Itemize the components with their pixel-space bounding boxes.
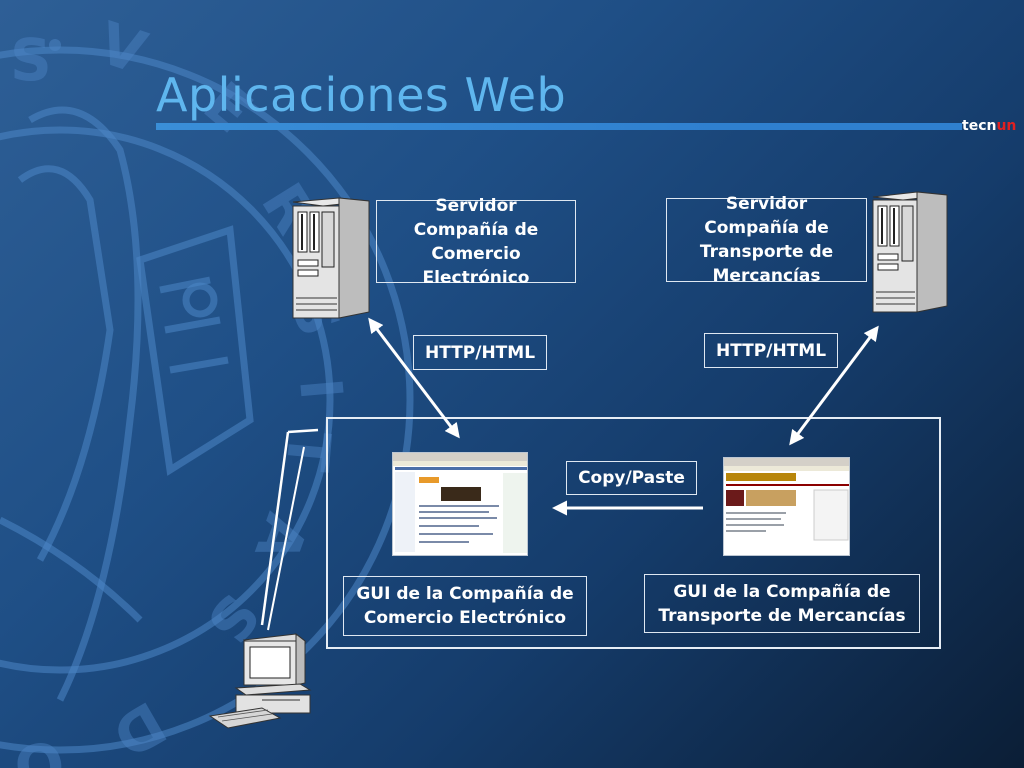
server-icon xyxy=(872,191,948,313)
title-underline xyxy=(156,123,962,130)
browser-screenshot-icon xyxy=(723,457,850,556)
arrow-http-left xyxy=(368,317,460,439)
server-icon xyxy=(292,197,370,319)
browser-screenshot-icon xyxy=(392,452,528,556)
connector-line xyxy=(287,428,319,434)
slide-title: Aplicaciones Web xyxy=(156,68,567,122)
label-server-transport: Servidor Compañía de Transporte de Merca… xyxy=(666,194,867,286)
client-frame xyxy=(326,417,941,649)
label-server-ecommerce: Servidor Compañía de Comercio Electrónic… xyxy=(376,196,576,288)
label-copy-paste: Copy/Paste xyxy=(566,461,697,495)
label-gui-ecommerce: GUI de la Compañía de Comercio Electróni… xyxy=(343,576,587,636)
svg-text:O: O xyxy=(9,726,69,768)
connector-line xyxy=(260,431,290,626)
label-gui-transport: GUI de la Compañía de Transporte de Merc… xyxy=(644,574,920,633)
tecnun-logo: tecnun xyxy=(962,118,1017,134)
desktop-computer-icon xyxy=(208,632,312,729)
svg-text:S: S xyxy=(10,26,52,94)
connector-line xyxy=(267,446,305,631)
arrow-http-right xyxy=(789,325,879,446)
